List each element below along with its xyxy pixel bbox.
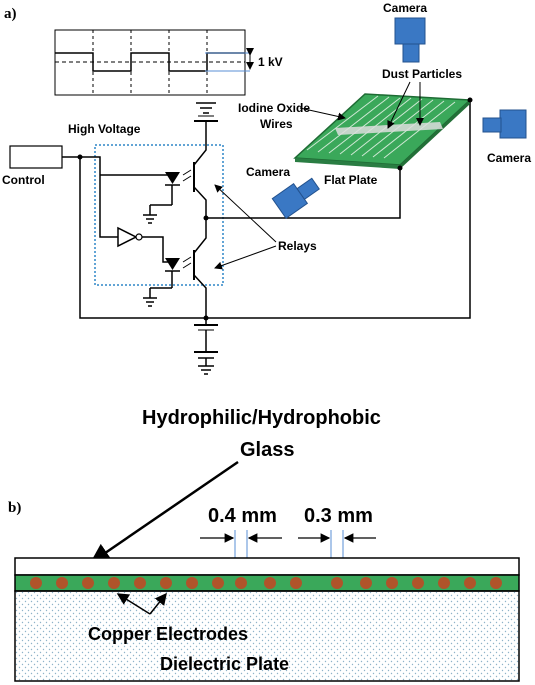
led-1	[143, 169, 192, 224]
control-return-wire	[79, 100, 471, 319]
dielectric-plate	[14, 590, 520, 682]
relay-switch-1	[193, 138, 207, 218]
panel-a: a) 1 kV High Voltage Control	[2, 1, 531, 375]
glass-label-line2: Glass	[240, 439, 294, 461]
iodine-arrow	[299, 107, 346, 121]
output-wire-to-plate	[206, 168, 401, 219]
high-voltage-label: High Voltage	[68, 122, 141, 136]
glass-label-line1: Hydrophilic/Hydrophobic	[142, 407, 381, 429]
ground-symbol-bottom	[194, 351, 218, 375]
camera-right-label: Camera	[487, 151, 531, 165]
dust-particles-label: Dust Particles	[382, 67, 462, 81]
gap-2-label: 0.3 mm	[304, 505, 373, 527]
relay-switch-2	[193, 218, 207, 325]
electrode-arrow-2	[149, 592, 167, 615]
relays-arrow-2	[214, 245, 277, 270]
voltage-waveform: 1 kV	[54, 29, 283, 96]
voltage-scale-label: 1 kV	[258, 55, 283, 69]
panel-b-label: b)	[8, 500, 21, 516]
flat-plate-label: Flat Plate	[324, 173, 378, 187]
relays-arrow-1	[214, 184, 277, 243]
camera-left-label: Camera	[246, 165, 290, 179]
ground-symbol-top	[196, 102, 216, 114]
control-box	[9, 145, 63, 169]
glass-layer	[14, 557, 520, 576]
electrodes-label: Copper Electrodes	[88, 624, 248, 644]
square-wave	[55, 52, 245, 72]
camera-right-icon	[482, 109, 527, 139]
dielectric-label: Dielectric Plate	[160, 654, 289, 674]
camera-left-icon	[271, 177, 320, 219]
control-wire-to-inverter	[62, 156, 118, 238]
relay-box	[94, 144, 224, 286]
electrode-arrow-1	[116, 593, 151, 615]
relays-label: Relays	[278, 239, 317, 253]
camera-top-icon	[394, 17, 426, 63]
control-label: Control	[2, 173, 45, 187]
glass-arrow	[89, 460, 239, 564]
camera-top-label: Camera	[383, 1, 427, 15]
inverter-gate	[117, 226, 175, 263]
copper-electrodes	[30, 577, 502, 589]
dust-arrow-1	[387, 81, 411, 129]
iodine-label-line2: Wires	[260, 117, 293, 131]
led-2	[143, 256, 192, 307]
panel-a-label: a)	[4, 6, 17, 22]
iodine-label-line1: Iodine Oxide	[238, 101, 310, 115]
panel-b: Hydrophilic/Hydrophobic Glass b) 0.4 mm …	[8, 407, 520, 682]
gap-1-label: 0.4 mm	[208, 505, 277, 527]
flat-plate	[293, 93, 472, 169]
